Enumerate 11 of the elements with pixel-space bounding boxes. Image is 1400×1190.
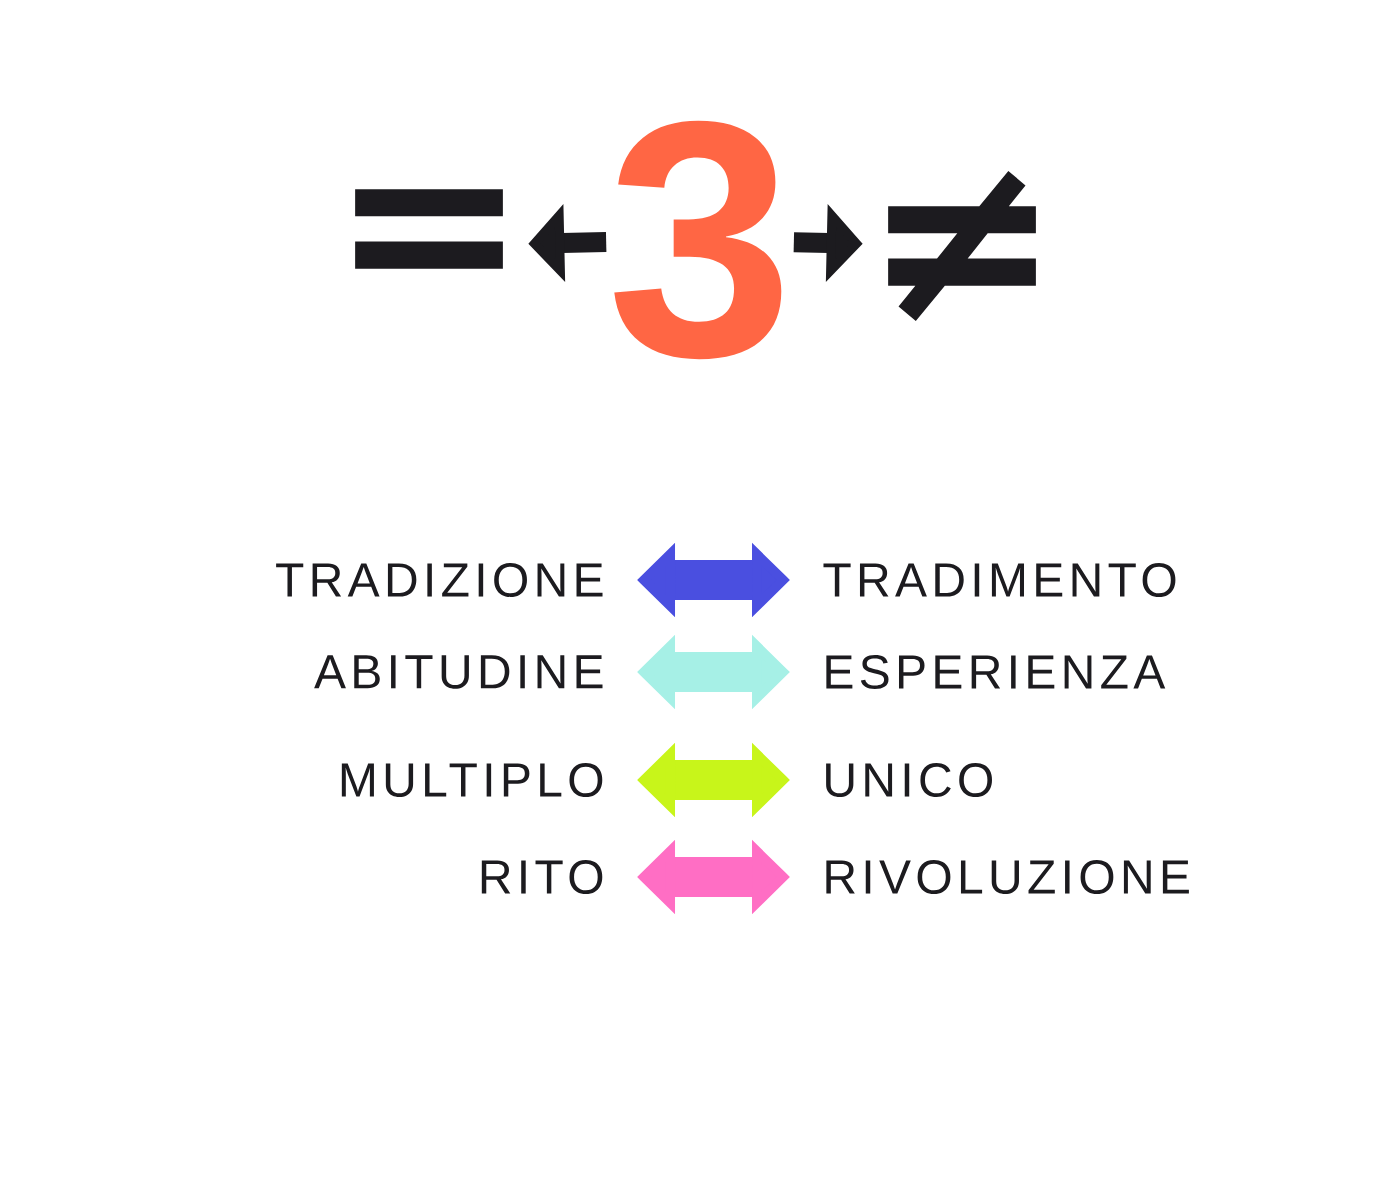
- word-label: UNICO: [826, 763, 992, 797]
- word-label: RITO: [481, 860, 603, 894]
- word-label: TRADIZIONE: [276, 563, 603, 597]
- word-label: ESPERIENZA: [826, 655, 1166, 689]
- word-label: MULTIPLO: [341, 763, 603, 797]
- word-label: TRADIMENTO: [823, 563, 1176, 597]
- word-label: RIVOLUZIONE: [826, 860, 1189, 894]
- number-three: 3: [614, 120, 782, 360]
- math-symbol: =: [355, 189, 503, 269]
- math-symbol: ≠: [888, 170, 1036, 322]
- word-label: ABITUDINE: [314, 655, 603, 689]
